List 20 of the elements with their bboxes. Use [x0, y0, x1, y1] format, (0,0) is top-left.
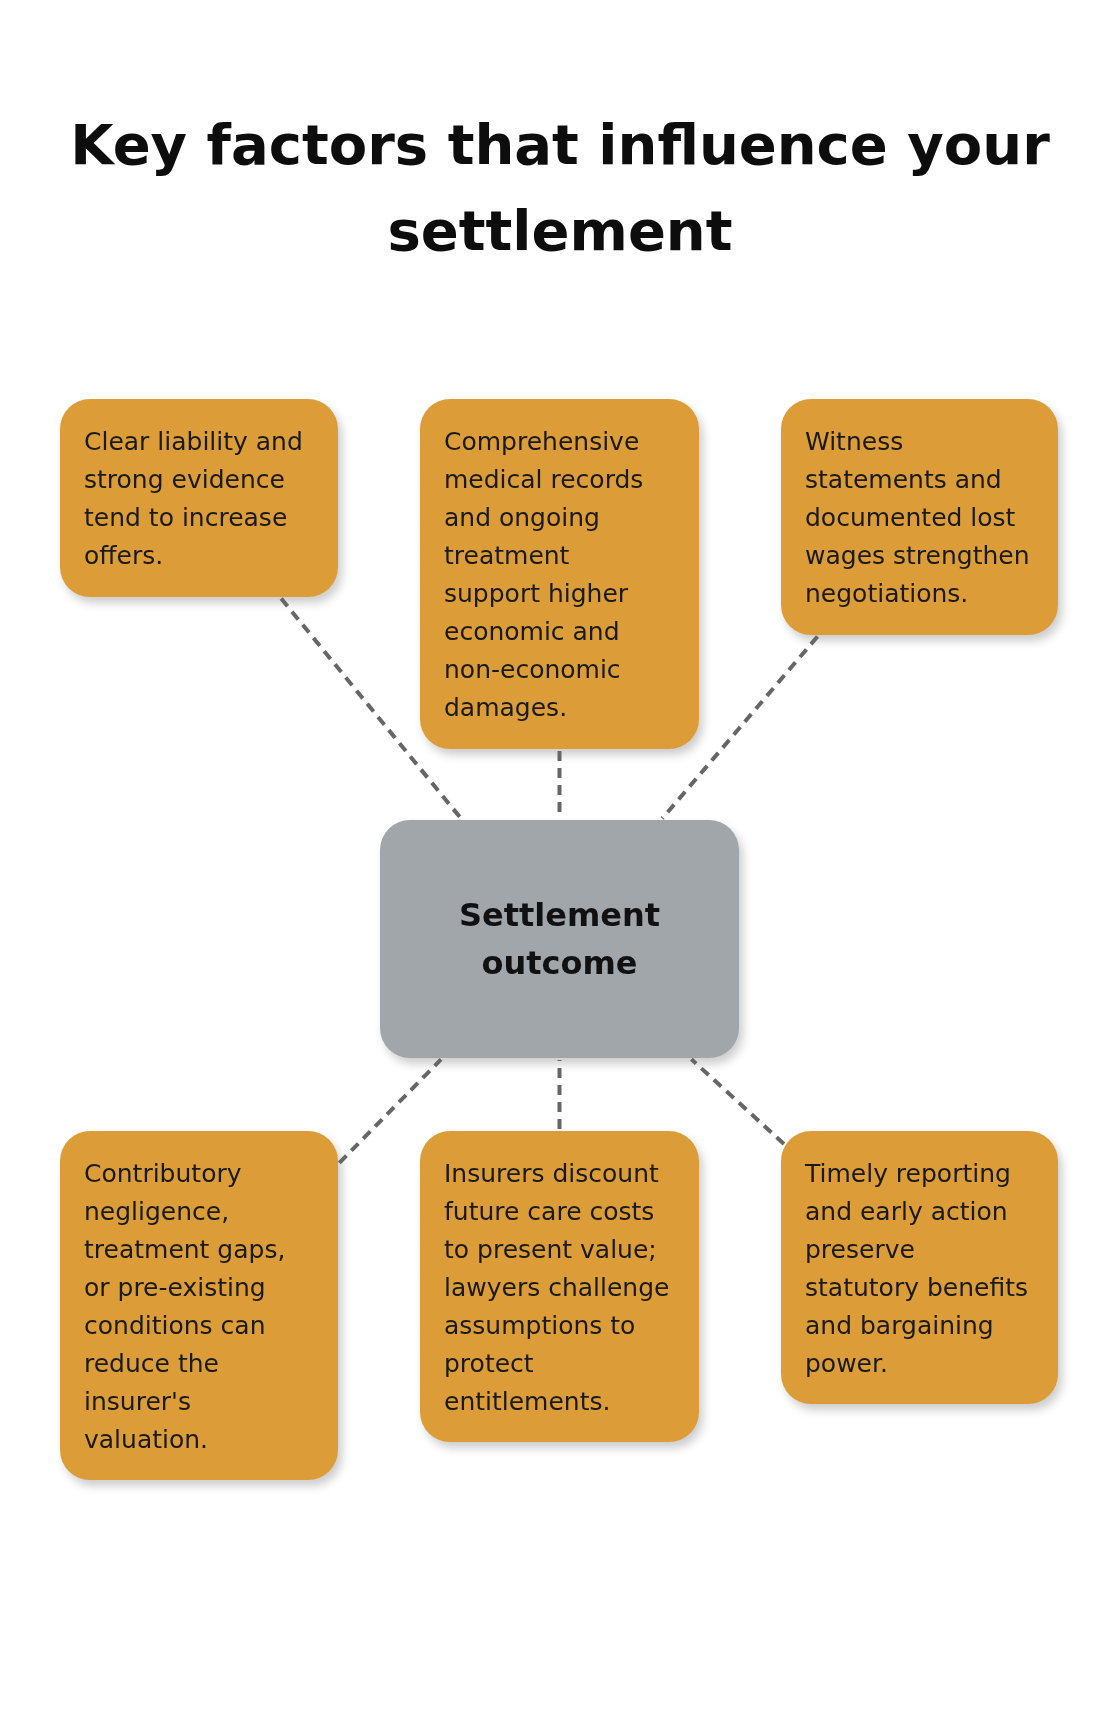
factor-box [781, 399, 1058, 635]
box-text: Insurers discount future care costs to present value; lawyers challenge assumptions to protect entitlements. [444, 1158, 671, 1418]
factor-box [420, 1131, 699, 1442]
box-text: Witness statements and documented lost wages strengthen negotiations. [805, 426, 1031, 610]
dashed-connector [557, 1060, 562, 1129]
factor-box [781, 1131, 1058, 1404]
factor-box [60, 1131, 338, 1480]
dashed-connector [660, 635, 820, 820]
box-text: Contributory negligence, treatment gaps, or pre-existing conditions can reduce the insurer's valuation. [84, 1158, 287, 1456]
box-text: Settlement outcome [457, 895, 662, 984]
dashed-connector [337, 1058, 443, 1165]
outcome-box [380, 820, 739, 1058]
factor-box [420, 399, 699, 749]
box-text: Clear liability and strong evidence tend to increase offers. [84, 426, 304, 572]
box-text: Comprehensive medical records and ongoing treatment support higher economic and non-economic damages. [444, 426, 645, 724]
dashed-connector [690, 1057, 786, 1146]
factor-box [60, 399, 338, 597]
title: Key factors that influence your settlement [69, 111, 1051, 265]
box-text: Timely reporting and early action preserve statutory benefits and bargaining power. [805, 1158, 1029, 1380]
dashed-connector [279, 597, 463, 820]
